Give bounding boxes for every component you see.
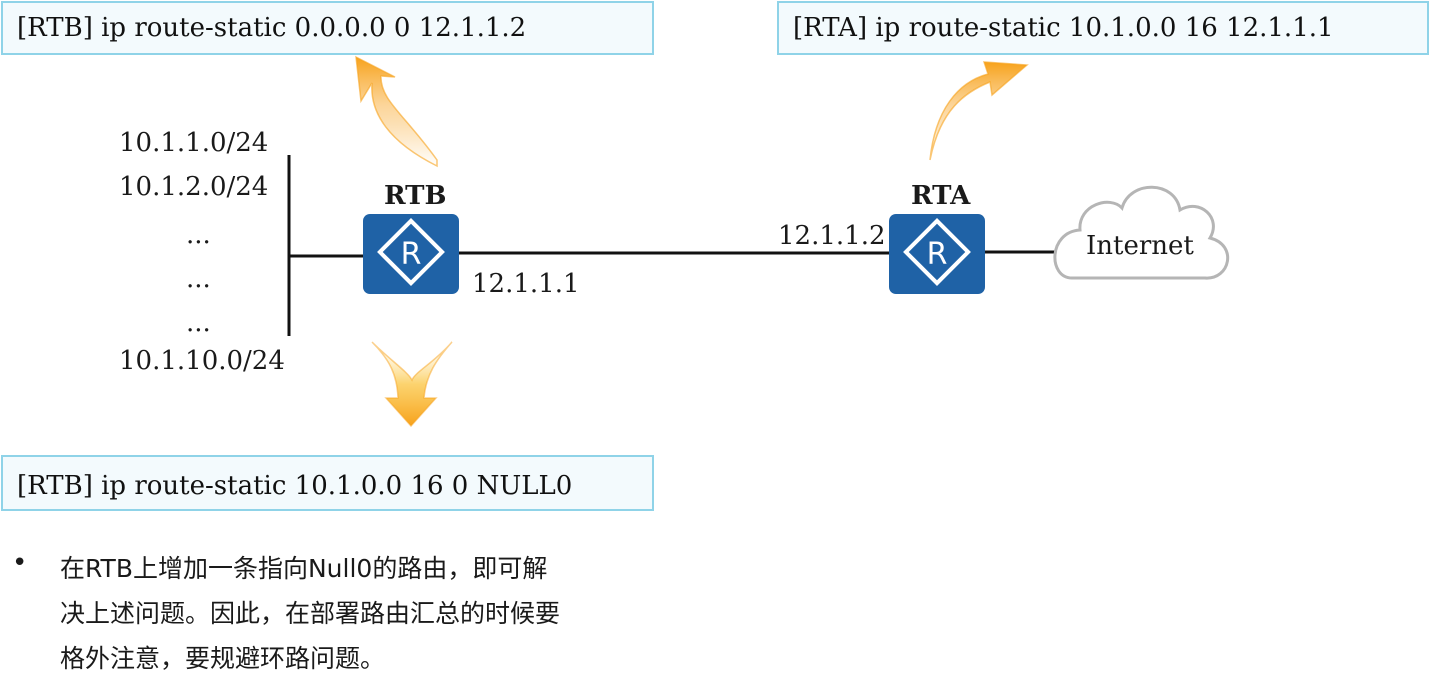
arrow-up-rtb-icon [355, 55, 438, 168]
command-box-rtb-default-route: [RTB] ip route-static 0.0.0.0 0 12.1.1.2 [1, 1, 654, 55]
note-line: 决上述问题。因此，在部署路由汇总的时候要 [60, 599, 561, 628]
internet-label: Internet [1086, 231, 1194, 261]
command-box-rta-static-route: [RTA] ip route-static 10.1.0.0 16 12.1.1… [777, 1, 1429, 55]
svg-text:R: R [927, 237, 948, 272]
arrow-up-rta-icon [929, 61, 1029, 161]
explanation-note: 在RTB上增加一条指向Null0的路由，即可解 决上述问题。因此，在部署路由汇总… [60, 546, 650, 681]
ellipsis-label: ... [186, 220, 211, 250]
rta-interface-ip: 12.1.1.2 [778, 221, 886, 251]
ellipsis-label: ... [186, 308, 211, 338]
svg-text:R: R [401, 237, 422, 272]
note-line: 在RTB上增加一条指向Null0的路由，即可解 [60, 554, 548, 583]
internet-cloud-icon [1053, 185, 1230, 280]
network-label: 10.1.2.0/24 [119, 172, 269, 202]
router-name-rtb: RTB [384, 181, 447, 211]
command-text: [RTB] ip route-static 0.0.0.0 0 12.1.1.2 [17, 13, 527, 43]
arrow-down-rtb-icon [371, 341, 453, 428]
router-name-rta: RTA [911, 181, 971, 211]
network-label: 10.1.10.0/24 [119, 346, 285, 376]
router-rta-icon[interactable]: R [889, 214, 985, 294]
note-line: 格外注意，要规避环路问题。 [60, 644, 386, 673]
router-rtb-icon[interactable]: R [363, 214, 459, 294]
command-box-rtb-null-route: [RTB] ip route-static 10.1.0.0 16 0 NULL… [1, 455, 654, 511]
command-text: [RTA] ip route-static 10.1.0.0 16 12.1.1… [793, 13, 1334, 43]
network-label: 10.1.1.0/24 [119, 128, 269, 158]
command-text: [RTB] ip route-static 10.1.0.0 16 0 NULL… [17, 471, 573, 501]
rtb-interface-ip: 12.1.1.1 [472, 269, 580, 299]
ellipsis-label: ... [186, 264, 211, 294]
bullet-marker: • [12, 548, 28, 578]
